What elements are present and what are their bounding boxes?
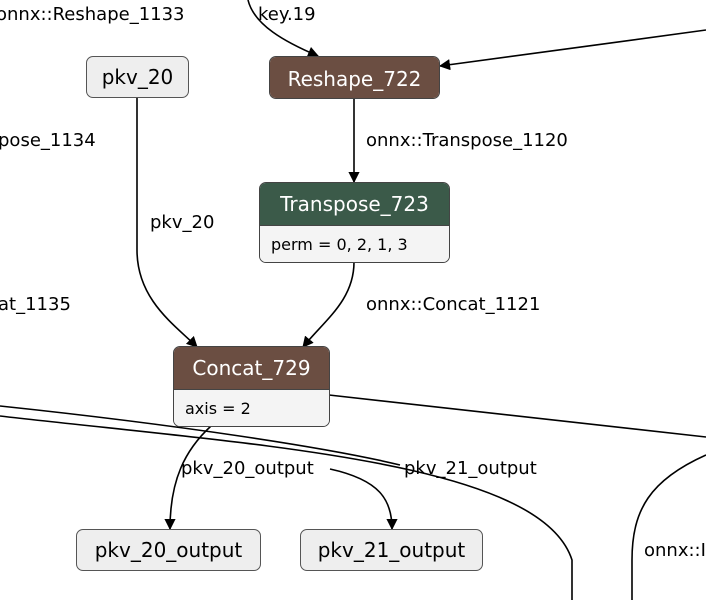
node-concat-729[interactable]: Concat_729 axis = 2 [173, 346, 330, 427]
node-pkv-21-output[interactable]: pkv_21_output [300, 529, 483, 571]
node-transpose-723[interactable]: Transpose_723 perm = 0, 2, 1, 3 [259, 182, 450, 263]
node-transpose-723-attr: perm = 0, 2, 1, 3 [260, 225, 449, 262]
edge-label-right-cut: onnx::I [644, 540, 706, 561]
edge-label-transpose-1134: pose_1134 [0, 130, 96, 151]
node-pkv-20-label: pkv_20 [101, 65, 174, 89]
edge-label-key-19: key.19 [258, 4, 316, 25]
node-pkv-20[interactable]: pkv_20 [86, 56, 189, 98]
node-reshape-722-label: Reshape_722 [287, 66, 422, 91]
edge-pkv-20 [136, 98, 198, 348]
node-transpose-723-header: Transpose_723 [260, 183, 449, 225]
edge-to-pkv-21-output [329, 468, 398, 531]
node-concat-729-label: Concat_729 [192, 356, 311, 380]
edge-label-reshape-1133: onnx::Reshape_1133 [0, 4, 185, 25]
edge-concat-1121 [302, 261, 355, 348]
node-transpose-723-label: Transpose_723 [280, 192, 429, 216]
node-concat-729-header: Concat_729 [174, 347, 329, 389]
edge-label-pkv-20-output: pkv_20_output [181, 458, 314, 479]
node-pkv-21-output-label: pkv_21_output [317, 538, 466, 562]
node-pkv-20-output-label: pkv_20_output [94, 538, 243, 562]
edge-left-line-2 [0, 415, 573, 600]
node-concat-729-attr: axis = 2 [174, 389, 329, 426]
edge-label-transpose-1120: onnx::Transpose_1120 [366, 130, 568, 151]
edge-label-pkv-20: pkv_20 [150, 212, 215, 233]
edge-label-pkv-21-output: pkv_21_output [404, 458, 537, 479]
node-reshape-722-header: Reshape_722 [270, 57, 439, 98]
node-reshape-722[interactable]: Reshape_722 [269, 56, 440, 99]
edge-label-concat-1135: at_1135 [0, 294, 71, 315]
edge-label-concat-1121: onnx::Concat_1121 [366, 294, 541, 315]
edge-right-to-reshape [438, 29, 706, 71]
edge-key-19 [247, 0, 320, 58]
edge-to-pkv-20-output [164, 425, 212, 531]
edge-right-curve [631, 454, 706, 600]
edge-left-line-1 [0, 405, 401, 466]
node-pkv-20-output[interactable]: pkv_20_output [76, 529, 261, 571]
edge-concat-right [328, 394, 706, 438]
